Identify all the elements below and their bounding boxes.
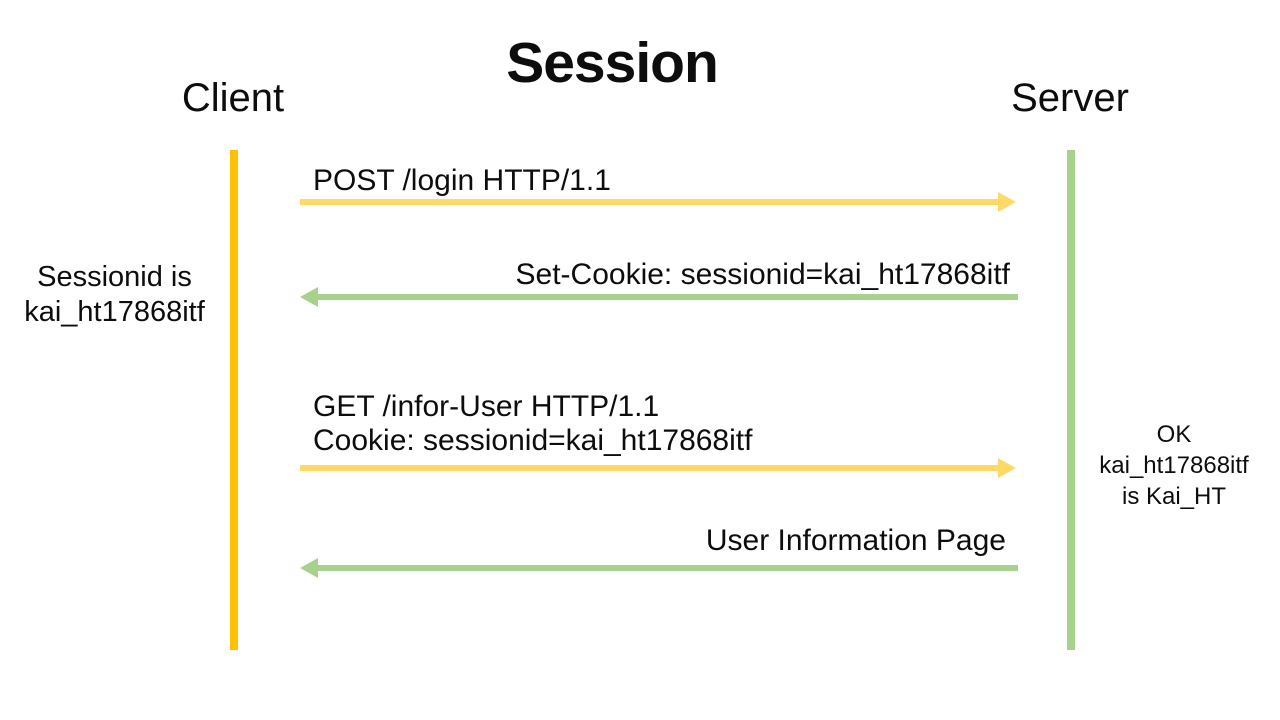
client-lifeline xyxy=(230,150,238,650)
note-line: is Kai_HT xyxy=(1121,483,1227,510)
arrowhead-left-icon xyxy=(300,558,318,578)
message-user-info-page-arrow xyxy=(300,558,1018,578)
note-line: OK xyxy=(1156,421,1192,448)
message-get-infor-user-label: GET /infor-User HTTP/1.1 Cookie: session… xyxy=(313,390,752,458)
message-get-infor-user-arrow xyxy=(300,458,1016,478)
arrow-shaft xyxy=(300,199,999,205)
arrow-shaft xyxy=(317,565,1018,571)
message-post-login-label: POST /login HTTP/1.1 xyxy=(313,164,611,197)
server-ok-note: OK kai_ht17868itf is Kai_HT xyxy=(1078,419,1270,512)
actor-label-client: Client xyxy=(181,76,285,120)
arrowhead-left-icon xyxy=(300,287,318,307)
arrowhead-right-icon xyxy=(998,458,1016,478)
server-lifeline xyxy=(1067,150,1075,650)
message-user-info-page-label: User Information Page xyxy=(705,524,1006,557)
page-title: Session xyxy=(506,31,719,95)
message-post-login-arrow xyxy=(300,192,1016,212)
arrow-shaft xyxy=(317,294,1018,300)
message-set-cookie-label: Set-Cookie: sessionid=kai_ht17868itf xyxy=(515,258,1010,291)
message-set-cookie-arrow xyxy=(300,287,1018,307)
client-sessionid-note: Sessionid is kai_ht17868itf xyxy=(0,260,229,330)
message-line: GET /infor-User HTTP/1.1 xyxy=(313,390,660,423)
arrow-shaft xyxy=(300,465,999,471)
arrowhead-right-icon xyxy=(998,192,1016,212)
note-line: Sessionid is xyxy=(37,261,192,293)
actor-label-server: Server xyxy=(1011,76,1129,120)
note-line: kai_ht17868itf xyxy=(1099,452,1249,479)
message-line: Cookie: sessionid=kai_ht17868itf xyxy=(313,424,753,457)
note-line: kai_ht17868itf xyxy=(24,296,205,328)
